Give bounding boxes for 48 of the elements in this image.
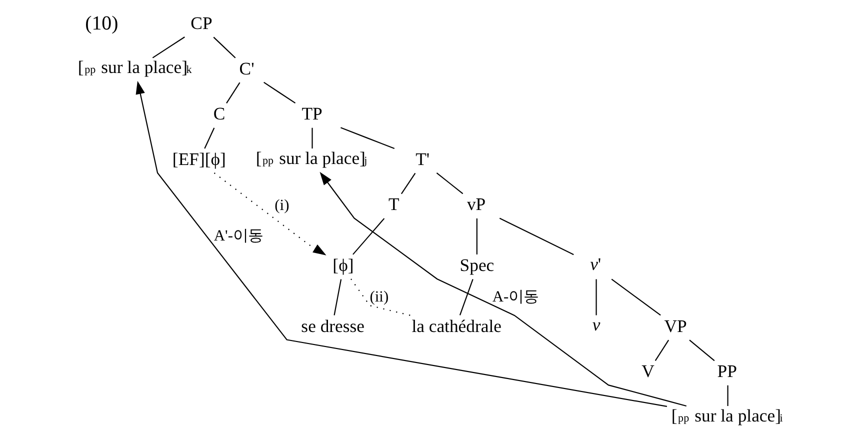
arrow [320,172,687,407]
node-text: TP [302,104,322,124]
connector [226,82,240,104]
connector [476,218,478,254]
node-text: [pp sur la place]i [671,405,783,426]
node-text: PP [717,361,737,382]
node-text: Spec [460,255,494,276]
node-text: T [388,194,400,214]
node-text: la cathédrale [412,316,502,336]
connector [727,385,728,406]
connector [459,279,474,316]
connector [213,36,236,58]
node-text: v [592,314,600,335]
connector [400,172,416,194]
node-text: [ϕ] [332,255,354,276]
connector [611,278,661,316]
connector [312,128,313,149]
arrow [214,172,326,256]
connector [436,172,464,194]
connector [499,218,574,256]
node-text: se dresse [301,316,365,336]
node-text: [pp sur la place]j [256,148,368,168]
node-text: v' [590,254,602,274]
edge-label: A'-이동 [214,228,263,245]
node-text: CP [190,12,212,33]
connector [204,128,215,149]
connector [340,127,395,150]
node-text: [EF][ϕ] [172,148,226,169]
node-text: VP [664,316,687,336]
node-text: [pp sur la place]k [78,57,192,78]
connector [264,82,296,104]
node-text: vP [466,194,486,214]
connector [352,218,385,255]
node-text: C [213,104,226,124]
connector [689,340,715,362]
arrow [136,80,668,407]
connector [152,36,185,58]
edge-label: (i) [274,197,290,214]
node-text: V [642,361,654,382]
node-text: T' [416,148,430,169]
label: (10) [85,12,118,35]
connector [350,278,410,316]
edge-label: A-이동 [492,288,539,306]
edge-label: (ii) [370,288,389,306]
connector [654,340,670,361]
connector [596,279,597,316]
connector [334,279,342,316]
node-text: C' [239,58,254,78]
